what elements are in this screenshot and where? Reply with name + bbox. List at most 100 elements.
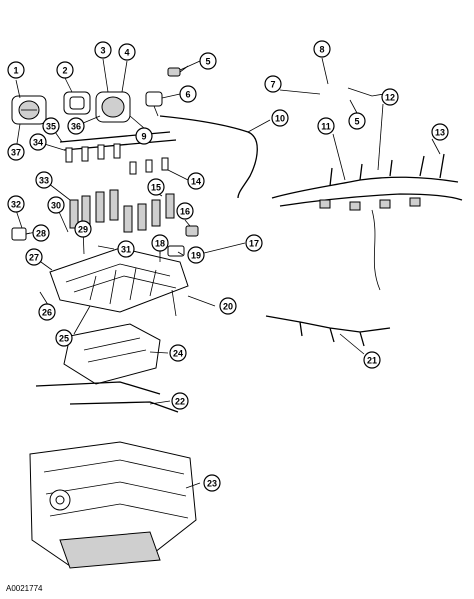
- callout-number: 25: [59, 334, 69, 344]
- callout-number: 12: [385, 93, 395, 103]
- callout-3: 3: [94, 41, 112, 59]
- callout-circle: [7, 143, 25, 161]
- throttle-body-drawing: [11, 95, 47, 125]
- callout-circle: [169, 344, 187, 362]
- callout-33: 33: [35, 171, 53, 189]
- callout-circle: [42, 117, 60, 135]
- callout-number: 3: [100, 46, 105, 56]
- callout-number: 13: [435, 128, 445, 138]
- engine-block-drawing: [29, 441, 197, 569]
- callout-number: 6: [185, 90, 190, 100]
- engine-harness-drawing: [265, 315, 391, 347]
- callout-circle: [381, 88, 399, 106]
- callout-number: 32: [11, 200, 21, 210]
- callout-37: 37: [7, 143, 25, 161]
- callout-circle: [187, 172, 205, 190]
- sensor-drawing: [167, 65, 189, 77]
- callout-circle: [35, 171, 53, 189]
- callout-28: 28: [32, 224, 50, 242]
- callout-number: 22: [175, 397, 185, 407]
- callout-19: 19: [187, 246, 205, 264]
- callout-circle: [203, 474, 221, 492]
- callout-number: 37: [11, 148, 21, 158]
- callout-circle: [271, 109, 289, 127]
- callout-circle: [199, 52, 217, 70]
- callout-circle: [431, 123, 449, 141]
- ignition-coils-drawing: [69, 189, 175, 233]
- callout-circle: [118, 43, 136, 61]
- callout-32: 32: [7, 195, 25, 213]
- callout-number: 29: [78, 225, 88, 235]
- intake-manifold-drawing: [49, 247, 189, 313]
- callout-circle: [56, 61, 74, 79]
- callout-23: 23: [203, 474, 221, 492]
- callout-number: 21: [367, 356, 377, 366]
- callout-15: 15: [147, 178, 165, 196]
- callout-circle: [25, 248, 43, 266]
- callout-circle: [317, 117, 335, 135]
- callout-9: 9: [135, 127, 153, 145]
- callout-number: 30: [51, 201, 61, 211]
- callout-number: 23: [207, 479, 217, 489]
- callout-circle: [264, 75, 282, 93]
- callout-number: 26: [42, 308, 52, 318]
- callout-25: 25: [55, 329, 73, 347]
- callout-number: 8: [319, 45, 324, 55]
- callout-number: 36: [71, 122, 81, 132]
- callout-circle: [29, 133, 47, 151]
- callout-4: 4: [118, 43, 136, 61]
- callout-number: 5: [205, 57, 210, 67]
- callout-number: 17: [249, 239, 259, 249]
- callout-circle: [74, 220, 92, 238]
- hose-drawing: [159, 115, 258, 199]
- callout-circle: [135, 127, 153, 145]
- callout-number: 2: [62, 66, 67, 76]
- callout-number: 5: [354, 117, 359, 127]
- callout-number: 33: [39, 176, 49, 186]
- callout-27: 27: [25, 248, 43, 266]
- callout-number: 7: [270, 80, 275, 90]
- callout-number: 28: [36, 229, 46, 239]
- callout-14: 14: [187, 172, 205, 190]
- callout-circle: [187, 246, 205, 264]
- wiring-harness-drawing: [271, 87, 463, 291]
- callout-5: 5: [199, 52, 217, 70]
- callout-13: 13: [431, 123, 449, 141]
- callout-number: 11: [321, 122, 331, 132]
- callout-22: 22: [171, 392, 189, 410]
- callout-number: 16: [180, 207, 190, 217]
- callout-number: 18: [155, 239, 165, 249]
- callout-circle: [38, 303, 56, 321]
- callout-circle: [176, 202, 194, 220]
- callout-20: 20: [219, 297, 237, 315]
- callout-circle: [117, 240, 135, 258]
- callout-number: 20: [223, 302, 233, 312]
- callout-number: 1: [13, 66, 18, 76]
- callout-number: 10: [275, 114, 285, 124]
- callout-circle: [151, 234, 169, 252]
- callout-circle: [32, 224, 50, 242]
- callout-24: 24: [169, 344, 187, 362]
- callout-number: 15: [151, 183, 161, 193]
- callout-circle: [7, 195, 25, 213]
- callout-31: 31: [117, 240, 135, 258]
- callout-34: 34: [29, 133, 47, 151]
- callout-5: 5: [348, 112, 366, 130]
- callout-11: 11: [317, 117, 335, 135]
- manifold-gaskets-drawing: [35, 381, 179, 413]
- callout-circle: [179, 85, 197, 103]
- callout-number: 34: [33, 138, 43, 148]
- figure-code-label: A0021774: [6, 584, 43, 593]
- callout-circle: [7, 61, 25, 79]
- callout-circle: [245, 234, 263, 252]
- callout-circle: [313, 40, 331, 58]
- callout-12: 12: [381, 88, 399, 106]
- parts-artwork: [11, 65, 463, 569]
- callout-number: 14: [191, 177, 201, 187]
- valve-drawing: [145, 91, 163, 117]
- callout-number: 27: [29, 253, 39, 263]
- callout-circle: [219, 297, 237, 315]
- callout-number: 4: [124, 48, 129, 58]
- callout-circle: [47, 196, 65, 214]
